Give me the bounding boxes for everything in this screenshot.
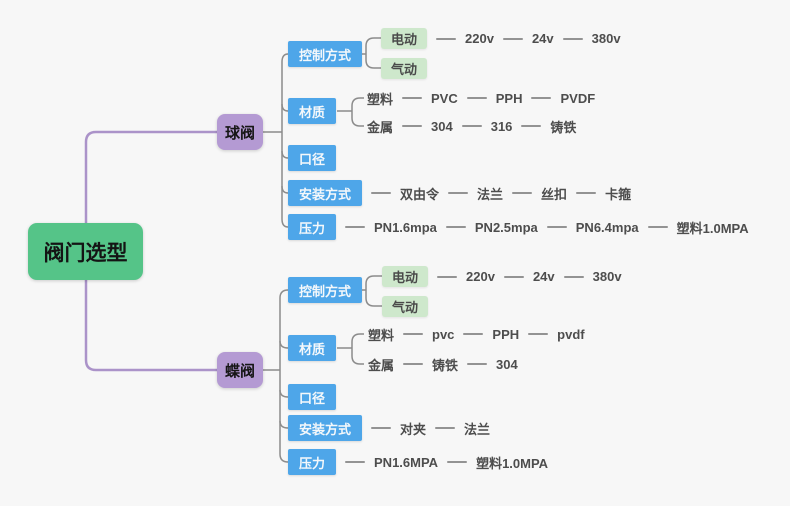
connector-dash	[403, 333, 424, 335]
install-row: 安装方式 双由令 法兰 丝扣 卡箍	[288, 180, 631, 206]
leaf-node[interactable]: 380v	[591, 31, 621, 46]
metal-row: 金属 铸铁 304	[368, 356, 518, 373]
leaf-node[interactable]: 220v	[465, 31, 494, 46]
electric-row: 电动 220v 24v 380v	[382, 266, 622, 287]
electric-row: 电动 220v 24v 380v	[381, 28, 621, 49]
connector-dash	[576, 192, 597, 194]
sub-node-metal[interactable]: 金属	[368, 357, 395, 373]
leaf-node[interactable]: 铸铁	[550, 119, 577, 135]
connector-dash	[445, 226, 466, 228]
leaf-node[interactable]: PN2.5mpa	[474, 219, 538, 235]
connector-dash	[402, 97, 423, 99]
connector-dash	[502, 37, 523, 40]
category-node-installation[interactable]: 安装方式	[288, 415, 363, 441]
leaf-node[interactable]: 24v	[532, 269, 555, 284]
leaf-node[interactable]: 双由令	[400, 186, 440, 202]
leaf-node[interactable]: pvdf	[557, 326, 585, 342]
connector-dash	[503, 275, 524, 278]
metal-row: 金属 304 316 铸铁	[367, 118, 577, 135]
ball-valve-wires	[263, 37, 381, 228]
plastic-row: 塑料 pvc PPH pvdf	[368, 326, 585, 343]
leaf-node[interactable]: 塑料1.0MPA	[476, 455, 549, 471]
sub-node-plastic[interactable]: 塑料	[367, 91, 394, 107]
connector-dash	[371, 427, 392, 429]
connector-dash	[528, 333, 549, 335]
branch-node-butterfly-valve[interactable]: 蝶阀	[217, 352, 263, 388]
leaf-node[interactable]: 塑料1.0MPA	[676, 220, 749, 236]
sub-node-pneumatic[interactable]: 气动	[381, 58, 428, 79]
connector-dash	[521, 125, 542, 127]
sub-node-electric[interactable]: 电动	[381, 28, 428, 49]
sub-node-electric[interactable]: 电动	[382, 266, 429, 287]
connector-dash	[647, 226, 668, 228]
connector-dash	[447, 461, 468, 463]
leaf-node[interactable]: 220v	[466, 269, 495, 284]
category-node-diameter[interactable]: 口径	[288, 145, 337, 171]
connector-dash	[512, 192, 533, 194]
connector-dash	[371, 192, 392, 194]
category-node-pressure[interactable]: 压力	[288, 449, 337, 475]
connector-dash	[563, 275, 584, 278]
leaf-node[interactable]: pvc	[432, 326, 455, 342]
pneumatic-row: 气动	[382, 296, 429, 317]
connector-dash	[461, 125, 482, 127]
root-node-valve-selection[interactable]: 阀门选型	[28, 223, 143, 280]
connector-dash	[403, 363, 424, 365]
leaf-node[interactable]: 法兰	[477, 186, 504, 202]
leaf-node[interactable]: PVC	[431, 90, 458, 106]
sub-node-plastic[interactable]: 塑料	[368, 327, 395, 343]
leaf-node[interactable]: PPH	[495, 90, 523, 106]
category-node-installation[interactable]: 安装方式	[288, 180, 363, 206]
connector-dash	[463, 333, 484, 335]
leaf-node[interactable]: PVDF	[560, 90, 596, 106]
leaf-node[interactable]: 380v	[592, 269, 622, 284]
category-node-control-mode[interactable]: 控制方式	[288, 277, 363, 303]
connector-dash	[436, 37, 457, 40]
plastic-row: 塑料 PVC PPH PVDF	[367, 90, 596, 107]
connector-dash	[435, 427, 456, 429]
leaf-node[interactable]: PN6.4mpa	[575, 219, 639, 235]
pneumatic-row: 气动	[381, 58, 428, 79]
sub-node-pneumatic[interactable]: 气动	[382, 296, 429, 317]
connector-dash	[546, 226, 567, 228]
connector-dash	[437, 275, 458, 278]
leaf-node[interactable]: 24v	[531, 31, 554, 46]
leaf-node[interactable]: 304	[431, 118, 453, 134]
category-node-diameter[interactable]: 口径	[288, 384, 337, 410]
connector-dash	[345, 461, 366, 463]
leaf-node[interactable]: PN1.6MPA	[374, 454, 439, 470]
branch-node-ball-valve[interactable]: 球阀	[217, 114, 263, 150]
connector-dash	[467, 363, 488, 365]
leaf-node[interactable]: 卡箍	[605, 186, 632, 202]
category-node-control-mode[interactable]: 控制方式	[288, 41, 363, 67]
pressure-row: 压力 PN1.6MPA 塑料1.0MPA	[288, 449, 548, 475]
install-row: 安装方式 对夹 法兰	[288, 415, 490, 441]
leaf-node[interactable]: 铸铁	[432, 357, 459, 373]
leaf-node[interactable]: 丝扣	[541, 186, 568, 202]
leaf-node[interactable]: 法兰	[464, 421, 491, 437]
leaf-node[interactable]: 316	[490, 118, 513, 134]
category-node-material[interactable]: 材质	[288, 335, 337, 361]
leaf-node[interactable]: PPH	[492, 326, 520, 342]
connector-dash	[562, 37, 583, 40]
connector-dash	[466, 97, 487, 99]
connector-dash	[531, 97, 552, 99]
connector-dash	[402, 125, 423, 127]
connector-dash	[448, 192, 469, 194]
pressure-row: 压力 PN1.6mpa PN2.5mpa PN6.4mpa 塑料1.0MPA	[288, 214, 749, 240]
category-node-material[interactable]: 材质	[288, 98, 337, 124]
category-node-pressure[interactable]: 压力	[288, 214, 337, 240]
leaf-node[interactable]: PN1.6mpa	[374, 219, 437, 235]
connector-dash	[345, 226, 366, 228]
sub-node-metal[interactable]: 金属	[367, 119, 394, 135]
leaf-node[interactable]: 对夹	[400, 421, 427, 437]
leaf-node[interactable]: 304	[496, 356, 518, 372]
